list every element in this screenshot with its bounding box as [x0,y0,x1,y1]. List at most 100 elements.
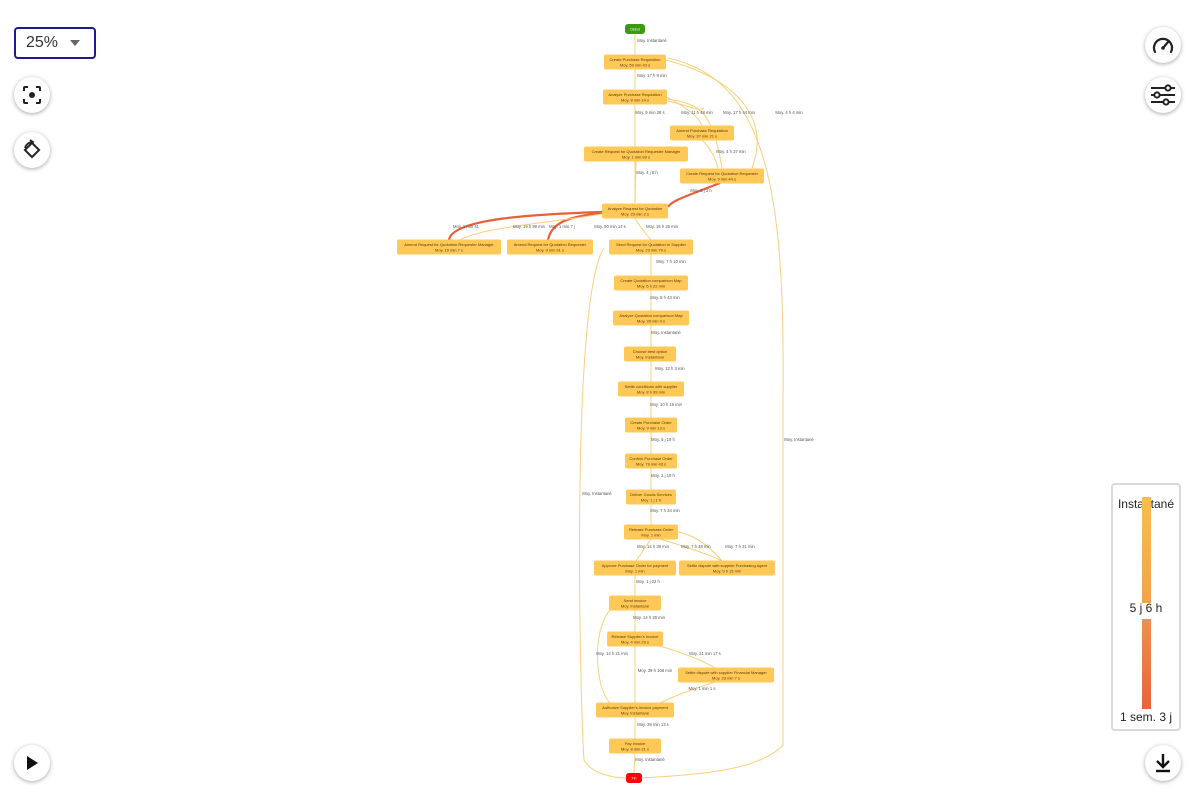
activity-node[interactable]: Create Request for Quotation RequesterMo… [680,168,764,184]
edge-duration-label: Moy. 14 h 21 min [596,651,628,656]
activity-name: Settle conditions with supplier [625,384,678,389]
legend-bottom-label: 1 sem. 3 j [1119,710,1173,724]
activity-name: Confirm Purchase Order [629,456,673,461]
activity-node[interactable]: Send Request for Quotation to SupplierMo… [609,239,693,255]
edge-duration-label: Moy. 2 j 19 h [651,473,675,478]
activity-node[interactable]: Create Request for Quotation Requester M… [584,146,688,162]
process-edge [701,139,719,169]
edge-duration-label: Moy. 39 h 108 min [638,668,673,673]
activity-node[interactable]: Amend Request for Quotation Requester Ma… [397,239,501,255]
activity-duration: Moy. Instantané [621,604,650,609]
activity-name: Create Request for Quotation Requester [686,171,758,176]
edge-duration-label: Moy. 4 h 37 min [716,149,746,154]
play-icon [27,756,38,770]
activity-duration: Moy. 19 min 7 s [435,248,463,253]
activity-duration: Moy. Instantané [636,355,665,360]
activity-node[interactable]: Authorize Supplier's Invoice paymentMoy.… [596,702,674,718]
edge-duration-label: Moy. 9 min 28 s [635,110,664,115]
edge-duration-label: Moy. 5 j 19 h [651,437,675,442]
process-edge [665,59,758,169]
edge-duration-label: Moy. 14 h 28 min [633,615,665,620]
process-edge [663,99,705,110]
rotate-button[interactable] [14,132,50,168]
activity-name: Settle dispute with supplier Financial M… [685,670,767,675]
focus-icon [23,86,41,104]
activity-duration: Moy. 28 min 9 s [637,319,665,324]
activity-name: Amend Request for Quotation Requester [514,242,587,247]
start-node[interactable]: Début [625,24,645,34]
edge-duration-label: Moy. 21 min 17 s [689,651,721,656]
activity-duration: Moy. 9 h 15 min [713,569,741,574]
activity-duration: Moy. 8 min 21 s [621,747,649,752]
edge-duration-label: Moy. Instantané [635,757,665,762]
edge-duration-label: Moy. 16 h 25 min [646,224,678,229]
zoom-value: 25% [26,34,59,51]
sliders-icon [1151,84,1175,106]
activity-duration: Moy. 4 min 29 s [621,640,649,645]
activity-duration: Moy. 23 min 2 s [621,212,649,217]
process-edges [447,34,784,779]
activity-name: Create Request for Quotation Requester M… [592,149,681,154]
duration-legend: Instantané 5 j 6 h 1 sem. 3 j [1111,483,1181,731]
edge-duration-label: Moy. 14 h 39 min [637,544,669,549]
activity-name: Create Quotation comparison Map [620,278,682,283]
edge-duration-label: Moy. 7 h 48 min [681,544,711,549]
activity-duration: Moy. Instantané [621,711,650,716]
activity-name: Settle dispute with supplier Purchasing … [687,563,768,568]
process-edge [596,607,613,704]
activity-name: Analyze Request for Quotation [608,206,662,211]
edge-duration-label: Moy. 17 h 44 min [723,110,755,115]
activity-node[interactable]: Settle dispute with supplier Purchasing … [679,560,775,576]
edge-duration-label: Moy. 90 min 14 s [594,224,626,229]
activity-node[interactable]: Amend Request for Quotation RequesterMoy… [507,239,593,255]
activity-duration: Moy. 5 h 22 min [637,284,665,289]
activity-duration: Moy. 8 min 14 s [621,98,649,103]
activity-duration: Moy. 1 min [641,533,660,538]
activity-name: Approve Purchase Order for payment [602,563,669,568]
activity-duration: Moy. 9 min 44 s [708,177,736,182]
process-edge [659,538,723,562]
play-button[interactable] [14,745,50,781]
download-icon [1156,754,1170,773]
start-node-label: Début [630,28,639,32]
speed-button[interactable] [1145,27,1181,63]
activity-duration: Moy. 9 min 13 s [637,426,665,431]
focus-button[interactable] [14,77,50,113]
filters-button[interactable] [1145,77,1181,113]
edge-duration-label: Moy. 4 j 8 h [636,170,658,175]
activity-duration: Moy. 9 min 91 s [536,248,564,253]
chevron-down-icon [70,40,80,46]
legend-gradient-top [1142,497,1151,603]
end-node[interactable]: Fin [626,773,642,783]
edge-duration-label: Moy. 11 h 48 min [681,110,713,115]
activity-name: Send Request for Quotation to Supplier [616,242,686,247]
edge-duration-label: Moy. 19 h 99 min [513,224,545,229]
download-button[interactable] [1145,745,1181,781]
activity-name: Amend Request for Quotation Requester Ma… [404,242,494,247]
process-edge [659,645,716,669]
process-edge [666,98,723,169]
edge-duration-label: Moy. Instantané [582,491,612,496]
process-edge [578,247,629,779]
activity-node[interactable]: Settle dispute with supplier Financial M… [678,667,774,683]
activity-name: Deliver Goods Services [630,492,672,497]
zoom-select[interactable]: 25% [14,27,96,59]
